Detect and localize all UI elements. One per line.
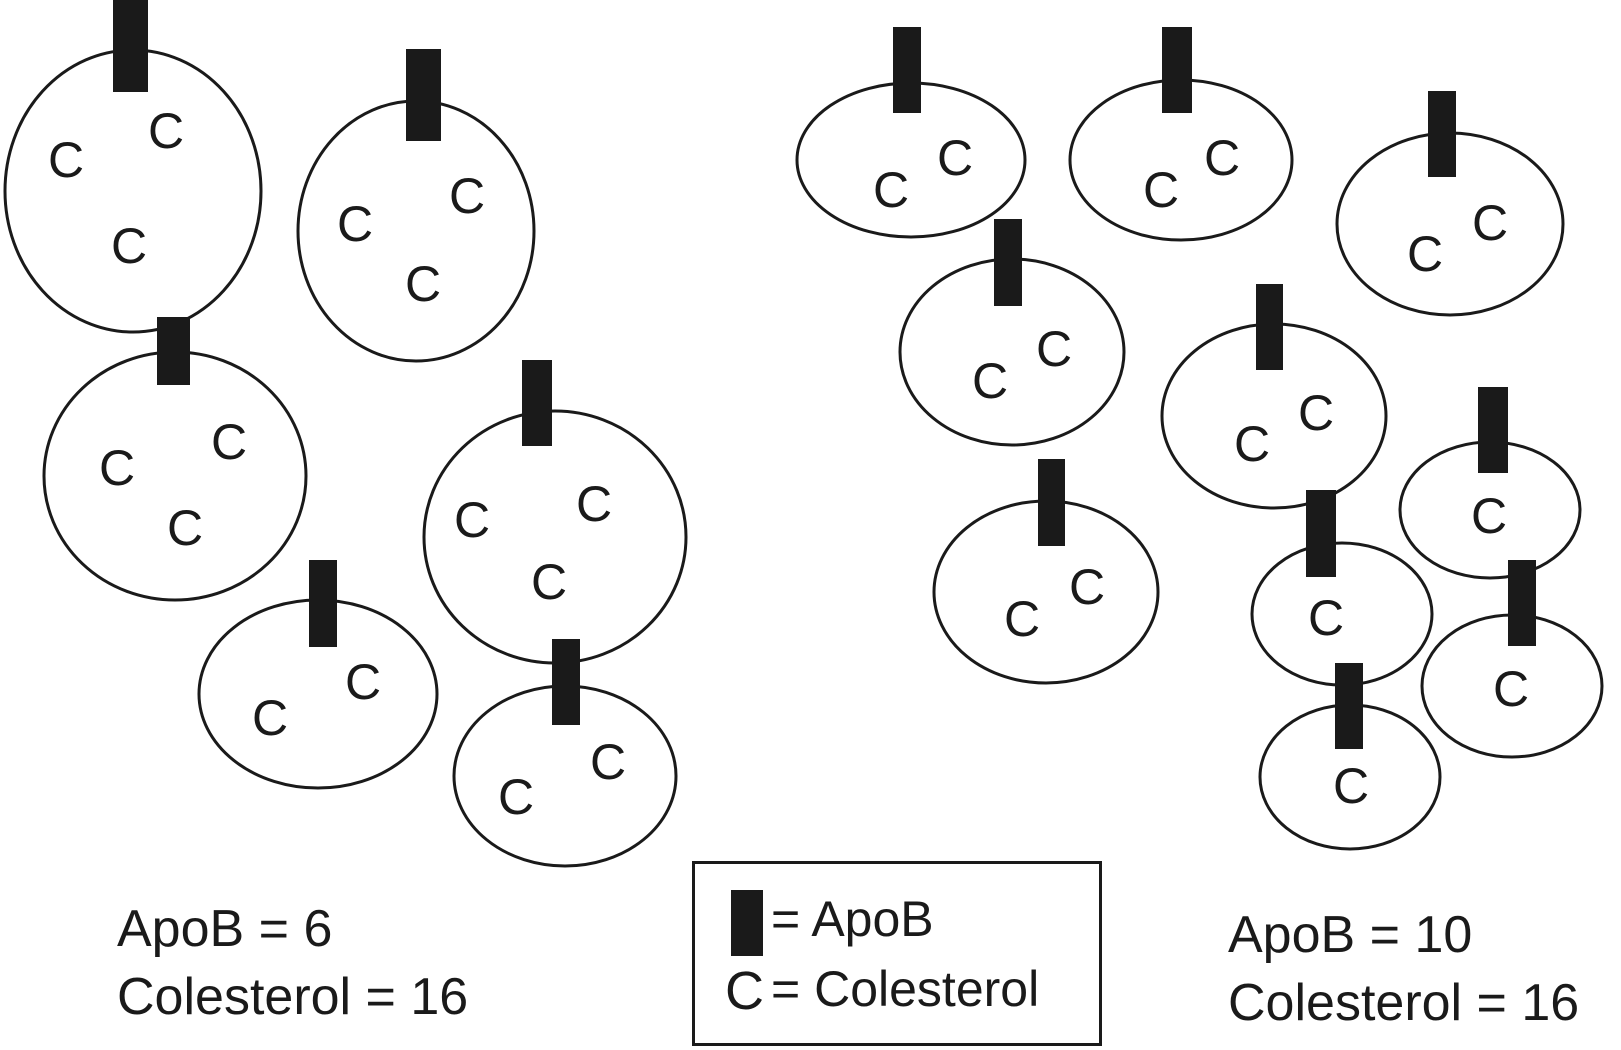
lipoprotein-particle: C [1398, 387, 1582, 580]
cholesterol-symbol: C [1298, 385, 1334, 441]
cholesterol-symbol: C [590, 734, 626, 790]
lipoprotein-particle: CC [1160, 284, 1388, 510]
left-apob-count: ApoB = 6 [117, 900, 333, 958]
apob-marker [1428, 91, 1456, 177]
legend-apob-row: = ApoB [695, 890, 1099, 960]
lipoprotein-particle: CC [1068, 27, 1294, 242]
cholesterol-symbol: C [48, 132, 84, 188]
cholesterol-symbol: C [345, 654, 381, 710]
lipoprotein-particle: CC [898, 219, 1126, 447]
cholesterol-symbol: C [1407, 226, 1443, 282]
legend-cholesterol-row: C = Colesterol [695, 960, 1099, 1030]
cholesterol-symbol: C [576, 476, 612, 532]
cholesterol-symbol: C [99, 440, 135, 496]
legend: = ApoB C = Colesterol [692, 861, 1102, 1046]
right-apob-count: ApoB = 10 [1228, 906, 1473, 964]
lipoprotein-particle: CC [452, 639, 678, 868]
cholesterol-symbol: C [454, 492, 490, 548]
apob-marker [1478, 387, 1508, 473]
cholesterol-symbol: C [873, 162, 909, 218]
apob-marker [1256, 284, 1283, 370]
cholesterol-symbol: C [1471, 488, 1507, 544]
cholesterol-symbol: C [405, 256, 441, 312]
apob-marker [406, 49, 441, 141]
cholesterol-symbol: C [1493, 661, 1529, 717]
particle-outline [3, 48, 263, 334]
apob-marker [994, 219, 1022, 306]
lipoprotein-particle: CC [1335, 91, 1565, 317]
cholesterol-symbol: C [1004, 591, 1040, 647]
cholesterol-symbol: C [1143, 162, 1179, 218]
cholesterol-symbol: C [449, 168, 485, 224]
lipoprotein-particle: C [1420, 560, 1604, 759]
cholesterol-symbol: C [1472, 195, 1508, 251]
cholesterol-symbol: C [252, 690, 288, 746]
lipoprotein-particle: C [1250, 490, 1434, 687]
right-cholesterol-count: Colesterol = 16 [1228, 974, 1580, 1032]
apob-marker [157, 317, 190, 385]
cholesterol-symbol: C [148, 103, 184, 159]
cholesterol-symbol: C [337, 196, 373, 252]
cholesterol-symbol: C [937, 130, 973, 186]
cholesterol-symbol: C [211, 414, 247, 470]
cholesterol-symbol: C [167, 500, 203, 556]
apob-marker [309, 560, 337, 647]
cholesterol-symbol: C [972, 353, 1008, 409]
lipoprotein-particle: CCC [3, 0, 263, 334]
cholesterol-symbol: C [1036, 321, 1072, 377]
cholesterol-symbol: C [1333, 758, 1369, 814]
left-cholesterol-count: Colesterol = 16 [117, 968, 469, 1026]
apob-marker [552, 639, 580, 725]
apob-marker [1508, 560, 1536, 646]
cholesterol-symbol: C [498, 769, 534, 825]
apob-marker [1162, 27, 1192, 113]
left-summary: ApoB = 6 Colesterol = 16 [117, 895, 468, 1031]
legend-cholesterol-label: = Colesterol [771, 961, 1040, 1017]
cholesterol-symbol: C [111, 218, 147, 274]
cholesterol-symbol: C [1234, 416, 1270, 472]
apob-marker [522, 360, 552, 446]
legend-c-symbol: C [725, 961, 764, 1021]
cholesterol-symbol: C [531, 554, 567, 610]
particle-outline [42, 350, 308, 602]
cholesterol-symbol: C [1308, 590, 1344, 646]
right-summary: ApoB = 10 Colesterol = 16 [1228, 901, 1579, 1037]
apob-marker [113, 0, 148, 92]
apob-marker [1306, 490, 1336, 577]
lipoprotein-particle: C [1258, 663, 1442, 851]
apob-bar-icon [731, 890, 763, 956]
apob-marker [1335, 663, 1363, 749]
apob-marker [1038, 459, 1065, 546]
cholesterol-symbol: C [1204, 130, 1240, 186]
legend-apob-label: = ApoB [771, 891, 934, 947]
lipoprotein-particle: CC [197, 560, 439, 790]
lipoprotein-particle: CC [795, 27, 1027, 239]
lipoprotein-particle: CC [932, 459, 1160, 685]
apob-marker [893, 27, 921, 113]
cholesterol-symbol: C [1069, 559, 1105, 615]
